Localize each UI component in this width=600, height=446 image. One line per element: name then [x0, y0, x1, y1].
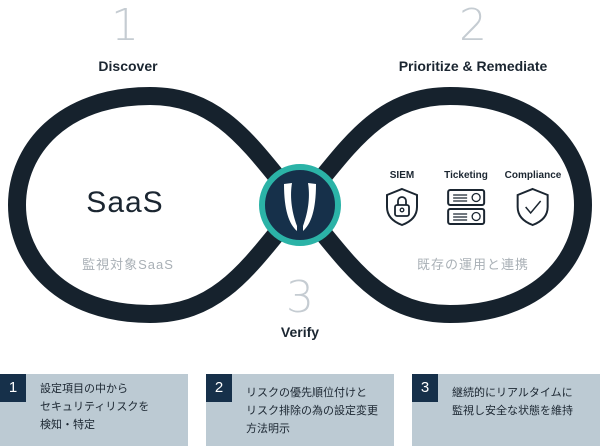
step-description: 設定項目の中から セキュリティリスクを 検知・特定	[40, 383, 150, 431]
step-title-prioritize: Prioritize & Remediate	[398, 58, 548, 74]
step-description: リスクの優先順位付けと リスク排除の為の設定変更 方法明示	[246, 387, 378, 435]
saas-subtitle: 監視対象SaaS	[82, 257, 174, 272]
tool-label: Ticketing	[444, 170, 488, 181]
step-description: 継続的にリアルタイムに 監視し安全な状態を維持	[452, 387, 573, 417]
tool-compliance: Compliance	[504, 170, 562, 227]
saas-title: SaaS	[86, 186, 164, 219]
step-badge: 1	[0, 374, 26, 402]
logo-shield-icon	[259, 164, 341, 246]
tool-label: SIEM	[389, 170, 415, 181]
check-shield-icon	[517, 187, 549, 227]
integration-subtitle: 既存の運用と連携	[416, 257, 530, 272]
step-title-discover: Discover	[98, 58, 158, 74]
ticket-server-icon	[447, 189, 485, 225]
step-box-3: 3 継続的にリアルタイムに 監視し安全な状態を維持	[412, 374, 600, 446]
tool-siem: SIEM	[385, 170, 419, 227]
step-number-2: 2	[459, 0, 487, 51]
step-number-3: 3	[286, 272, 314, 323]
step-title-verify: Verify	[280, 324, 320, 340]
tool-ticketing: Ticketing	[444, 170, 488, 227]
step-number-1: 1	[111, 0, 139, 51]
step-badge: 3	[412, 374, 438, 402]
lock-shield-icon	[386, 187, 418, 227]
step-box-2: 2 リスクの優先順位付けと リスク排除の為の設定変更 方法明示	[206, 374, 394, 446]
step-box-1: 1 設定項目の中から セキュリティリスクを 検知・特定	[0, 374, 188, 446]
tool-label: Compliance	[504, 170, 562, 181]
step-badge: 2	[206, 374, 232, 402]
